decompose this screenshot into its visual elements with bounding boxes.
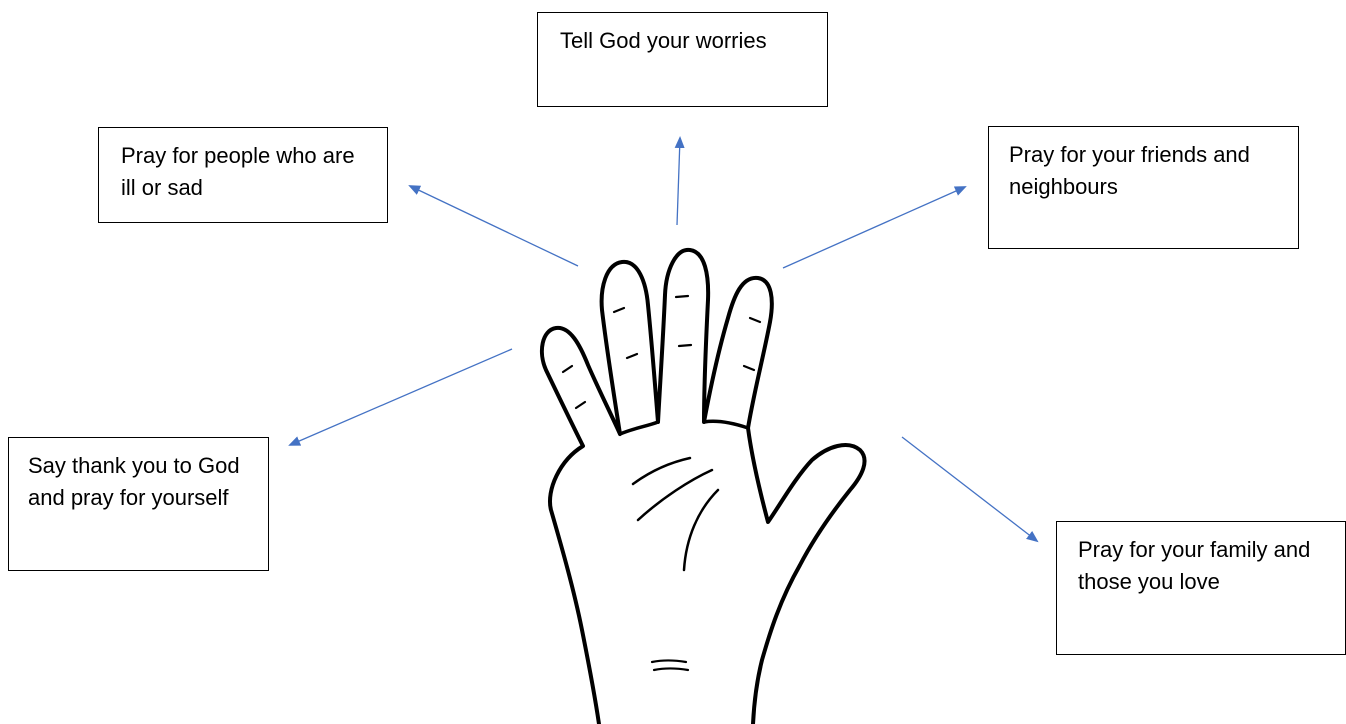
hand-icon: [539, 247, 867, 724]
arrow-to-worries: [674, 136, 685, 226]
arrow-to-friends: [782, 186, 967, 269]
arrow-to-thanks: [288, 348, 513, 446]
label-text-thanks: Say thank you to God and pray for yourse…: [28, 453, 240, 510]
arrow-to-family: [901, 436, 1039, 543]
label-box-ill-or-sad: Pray for people who are ill or sad: [98, 127, 388, 223]
label-text-family: Pray for your family and those you love: [1078, 537, 1311, 594]
label-text-friends: Pray for your friends and neighbours: [1009, 142, 1250, 199]
label-box-worries: Tell God your worries: [537, 12, 828, 107]
label-text-worries: Tell God your worries: [560, 28, 767, 53]
label-box-friends: Pray for your friends and neighbours: [988, 126, 1299, 249]
label-box-thanks: Say thank you to God and pray for yourse…: [8, 437, 269, 571]
arrow-to-ill-or-sad: [408, 185, 579, 267]
label-text-ill-or-sad: Pray for people who are ill or sad: [121, 143, 355, 200]
label-box-family: Pray for your family and those you love: [1056, 521, 1346, 655]
